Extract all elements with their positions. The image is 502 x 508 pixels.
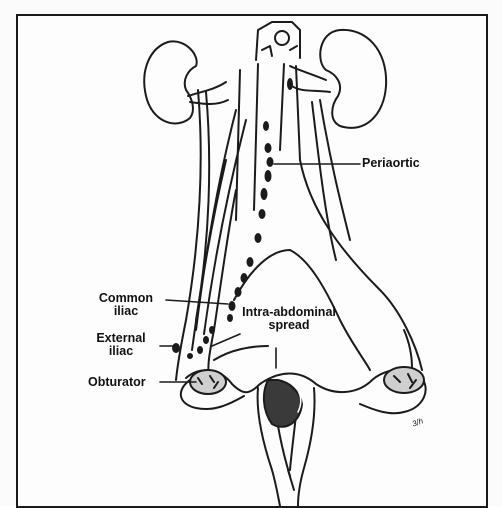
iliac-vessels: [176, 90, 350, 380]
ovary-right: [384, 367, 424, 393]
uterine-tumor: [264, 380, 302, 427]
right-kidney: [290, 30, 386, 128]
label-periaortic: Periaortic: [362, 157, 420, 170]
leader-lines: [160, 164, 360, 382]
peritoneum-outline: [208, 160, 422, 380]
label-external-iliac-line2: iliac: [86, 345, 156, 358]
left-kidney: [144, 41, 228, 123]
label-intra-abdominal-spread: Intra-abdominal spread: [234, 306, 344, 332]
label-common-iliac-line2: iliac: [92, 305, 160, 318]
iliac-nodes: [172, 314, 233, 359]
label-common-iliac: Common iliac: [92, 292, 160, 318]
label-external-iliac: External iliac: [86, 332, 156, 358]
label-intra-abdominal-line2: spread: [234, 319, 344, 332]
label-obturator: Obturator: [88, 376, 146, 389]
vertebra: [256, 22, 300, 60]
